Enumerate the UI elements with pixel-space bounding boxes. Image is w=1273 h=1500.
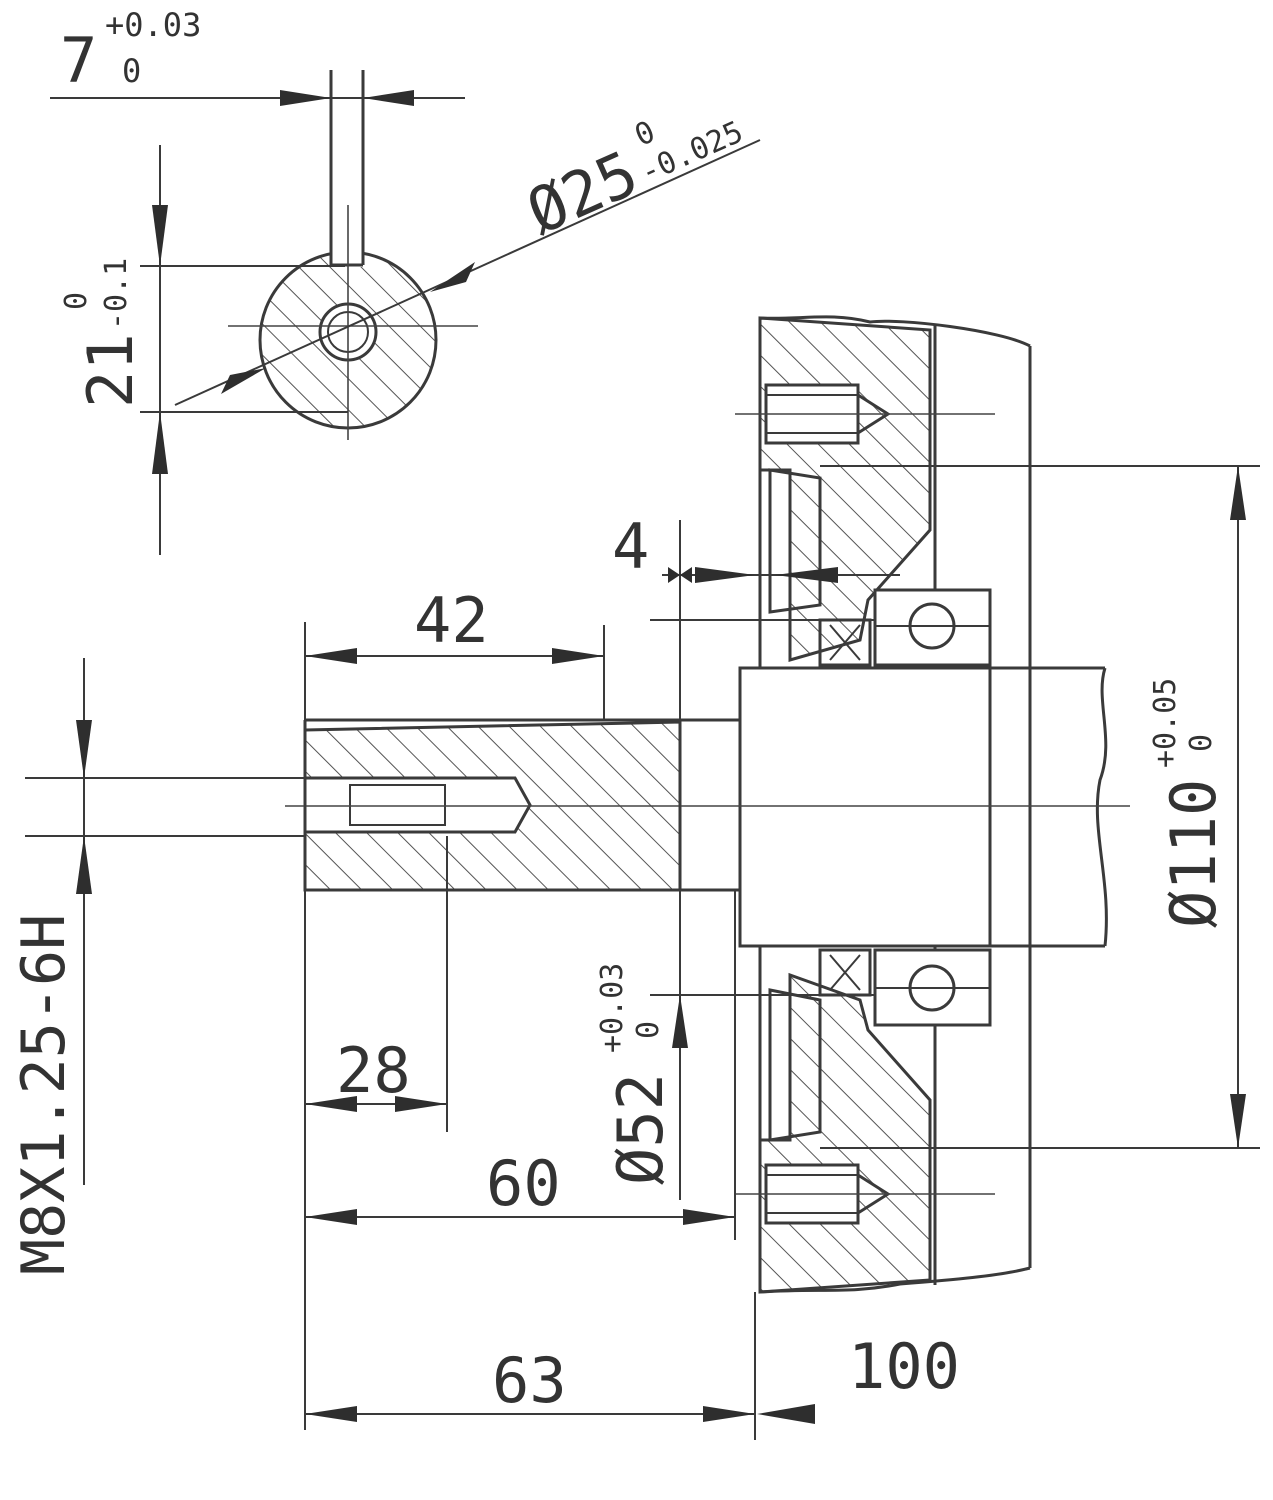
- key-depth-upper: 0: [59, 292, 94, 310]
- pilot-diameter-base: Ø52: [604, 1073, 677, 1185]
- output-shaft: [285, 718, 1130, 892]
- shoulder-label: 4: [612, 510, 649, 583]
- flange-offset-label: 100: [848, 1330, 960, 1403]
- key-width-base: 7: [60, 24, 97, 97]
- length-63-label: 63: [492, 1344, 567, 1417]
- thread-label: M8X1.25-6H: [9, 914, 79, 1275]
- key-length-label: 42: [414, 584, 489, 657]
- bottom-bearing: [818, 948, 992, 1027]
- shaft-diameter-label: Ø25 0 -0.025: [516, 114, 748, 248]
- pilot-diameter-upper: +0.03: [595, 963, 630, 1053]
- key-width-dimension: [50, 90, 465, 106]
- key-depth-base: 21: [74, 333, 147, 408]
- pilot-diameter-label: Ø52 +0.03 0: [595, 963, 677, 1185]
- bolt-circle-upper: +0.05: [1148, 678, 1183, 768]
- shaft-diameter-lower: -0.025: [635, 115, 748, 191]
- shoulder-dimension: [650, 520, 900, 1200]
- length-60-dimension: [305, 890, 736, 1240]
- pilot-diameter-lower: 0: [631, 1021, 666, 1039]
- key-length-dimension: [304, 622, 605, 1430]
- shaft-diameter-base: Ø25: [516, 136, 648, 248]
- pilot-diameter-dimension: [650, 994, 875, 1048]
- key-width-label: 7 +0.03 0: [60, 6, 201, 97]
- bolt-circle-lower: 0: [1184, 734, 1219, 752]
- key-width-upper: +0.03: [105, 6, 201, 44]
- top-bolt: [735, 383, 995, 445]
- shaft-diameter-upper: 0: [630, 114, 661, 153]
- bolt-circle-label: Ø110 +0.05 0: [1148, 678, 1230, 928]
- thread-depth-label: 28: [336, 1034, 411, 1107]
- length-60-label: 60: [486, 1147, 561, 1220]
- thread-dimension: [25, 658, 305, 1185]
- bottom-bolt: [735, 1163, 995, 1225]
- crankshaft-body: [738, 666, 1108, 948]
- key-depth-dimension: [140, 145, 348, 555]
- key-depth-label: 21 0 -0.1: [59, 258, 147, 408]
- key-depth-lower: -0.1: [99, 258, 134, 330]
- top-bearing: [818, 588, 992, 667]
- diameter-25-leader: [174, 139, 761, 406]
- bolt-circle-base: Ø110: [1157, 779, 1230, 928]
- length-63-dimension: [305, 1292, 815, 1440]
- thread-depth-dimension: [305, 836, 448, 1132]
- thread-label-group: M8X1.25-6H: [9, 914, 79, 1275]
- shaft-cross-section: [228, 70, 478, 440]
- key-width-lower: 0: [122, 52, 141, 90]
- bolt-circle-dimension: [820, 465, 1260, 1149]
